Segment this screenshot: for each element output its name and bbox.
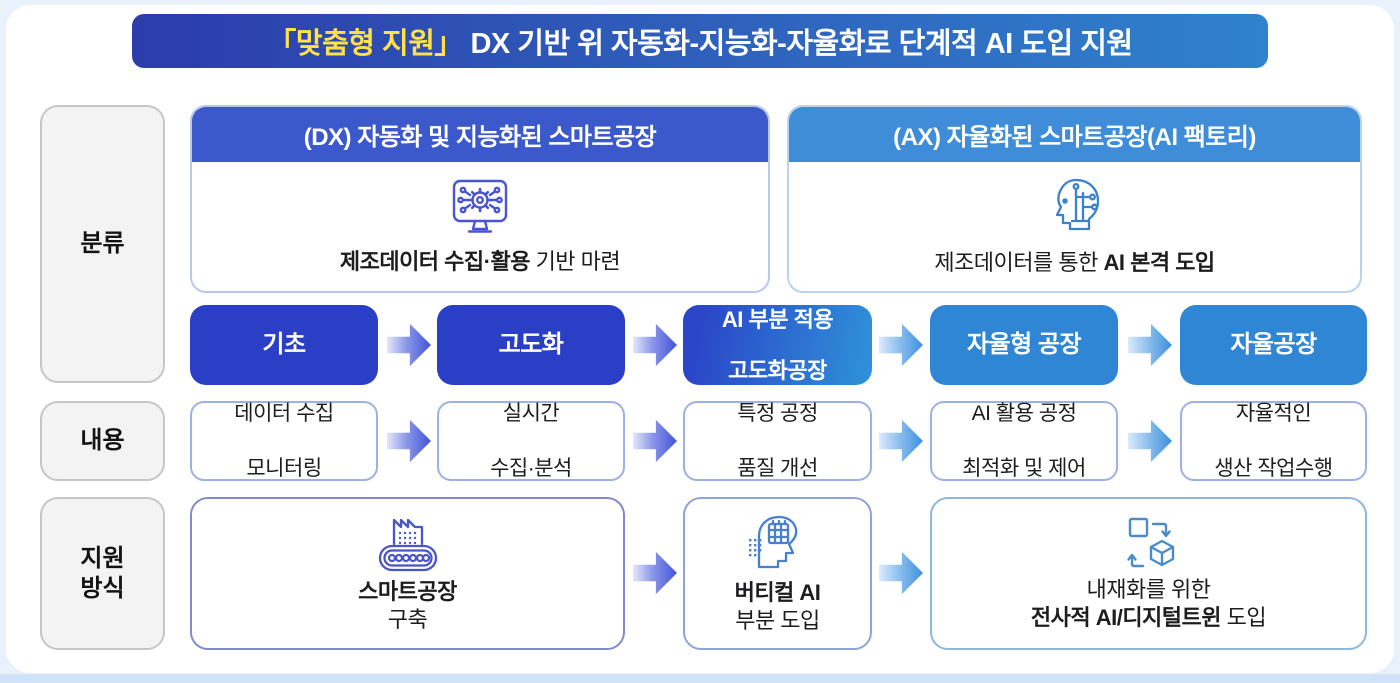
dx-header-title: (DX) 자동화 및 지능화된 스마트공장	[192, 107, 768, 162]
monitor-gear-icon	[447, 178, 513, 236]
ax-caption: 제조데이터를 통한 AI 본격 도입	[934, 249, 1215, 275]
digital-twin-icon	[1116, 516, 1182, 574]
dx-caption: 제조데이터 수집·활용 기반 마련	[339, 248, 621, 274]
bottom-accent-strip	[0, 674, 1400, 683]
factory-conveyor-icon	[362, 514, 454, 576]
ax-header-title: (AX) 자율화된 스마트공장(AI 팩토리)	[789, 107, 1360, 162]
row-label-content: 내용	[40, 401, 165, 481]
row-label-content-text: 내용	[80, 427, 125, 454]
stage-box-autonomous: 자율공장	[1180, 305, 1367, 385]
head-chip-icon	[746, 513, 810, 577]
title-banner: 「맞춤형 지원」 DX 기반 위 자동화-지능화-자율화로 단계적 AI 도입 …	[132, 14, 1268, 68]
head-circuit-icon	[1046, 177, 1104, 237]
dx-header-box: (DX) 자동화 및 지능화된 스마트공장 제조데이	[190, 105, 770, 293]
title-text: DX 기반 위 자동화-지능화-자율화로 단계적 AI 도입 지원	[462, 28, 1133, 60]
row-label-classification: 분류	[40, 105, 165, 383]
stage-box-autonomous-type: 자율형 공장	[930, 305, 1118, 385]
row-label-classification-text: 분류	[80, 230, 125, 257]
title-highlight: 「맞춤형 지원」	[267, 28, 463, 60]
ax-header-box: (AX) 자율화된 스마트공장(AI 팩토리) 제조데이터를 통한 AI 본격 …	[787, 105, 1362, 293]
stage-box-basic: 기초	[190, 305, 378, 385]
stage-box-advanced: 고도화	[437, 305, 625, 385]
